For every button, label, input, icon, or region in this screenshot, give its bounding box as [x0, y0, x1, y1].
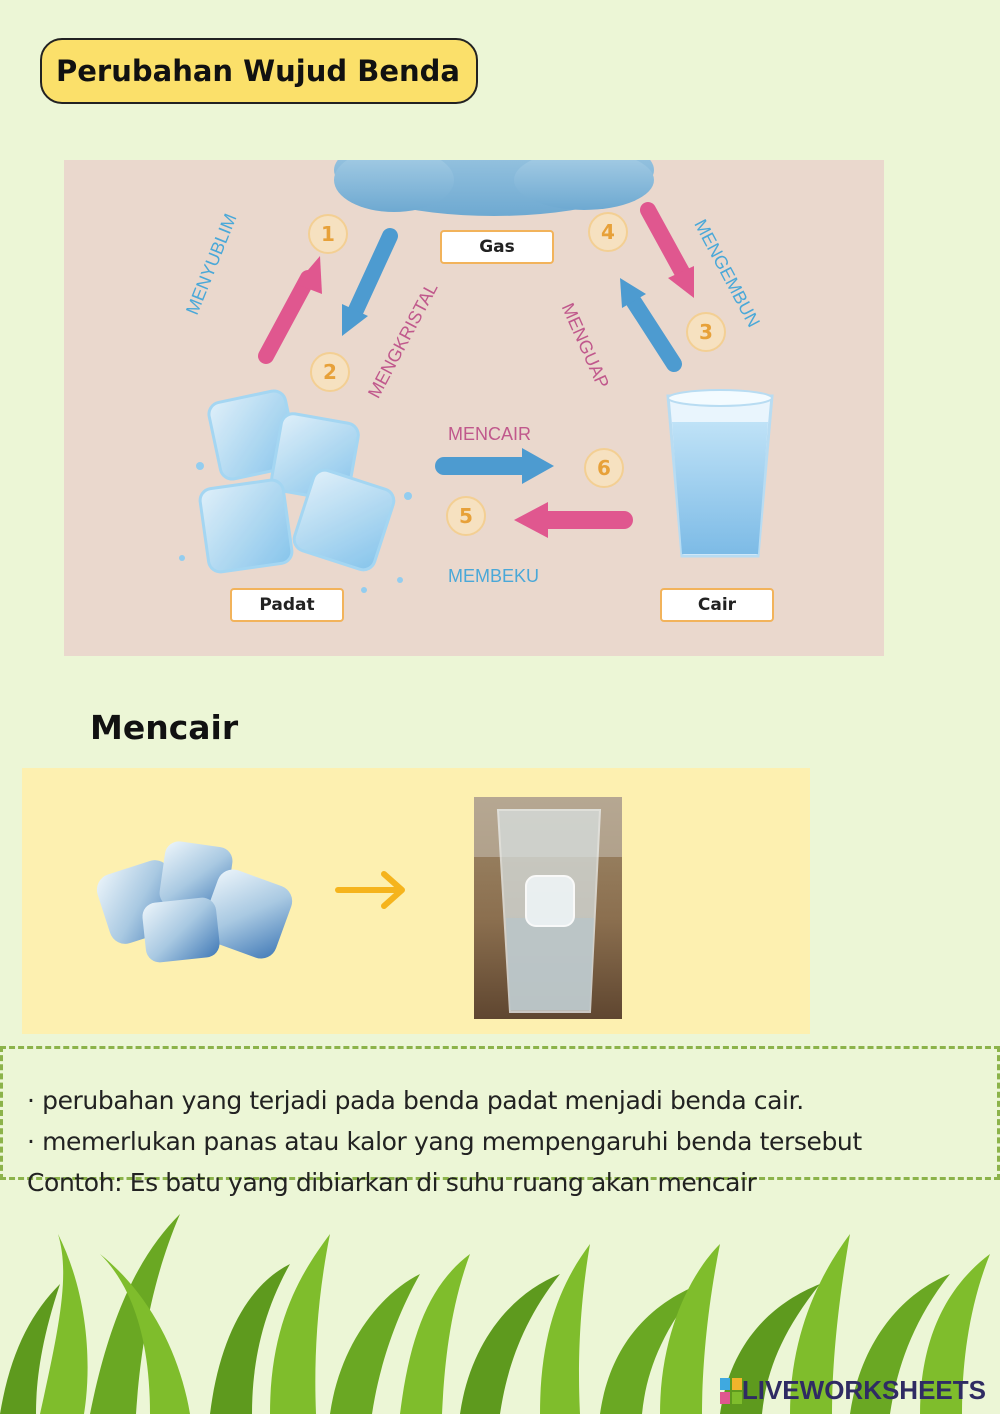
- arrow-menguap: [620, 278, 674, 364]
- ice-cubes-photo: [93, 840, 297, 964]
- liveworksheets-logo: LIVEWORKSHEETS: [720, 1375, 986, 1406]
- example-panel: [22, 768, 810, 1034]
- arrow-menyublim: [266, 256, 322, 356]
- label-mencair: MENCAIR: [448, 424, 531, 445]
- section-heading: Mencair: [90, 708, 238, 747]
- description-box: · perubahan yang terjadi pada benda pada…: [0, 1046, 1000, 1180]
- watermark-text: LIVEWORKSHEETS: [742, 1375, 986, 1406]
- arrow-right-icon: [338, 874, 402, 906]
- ice-cubes-icon: [179, 389, 412, 593]
- arrow-membeku: [514, 502, 624, 538]
- page-title: Perubahan Wujud Benda: [40, 38, 478, 104]
- step-number-6: 6: [584, 448, 624, 488]
- state-solid-label: Padat: [230, 588, 344, 622]
- arrow-mengembun: [648, 210, 694, 298]
- arrow-mengkristal: [342, 236, 390, 336]
- state-liquid-label: Cair: [660, 588, 774, 622]
- step-number-5: 5: [446, 496, 486, 536]
- state-gas-label: Gas: [440, 230, 554, 264]
- glass-photo: [474, 797, 622, 1019]
- description-line-2: · memerlukan panas atau kalor yang mempe…: [27, 1121, 997, 1162]
- description-line-1: · perubahan yang terjadi pada benda pada…: [27, 1080, 997, 1121]
- arrow-mencair: [444, 448, 554, 484]
- example-artwork: [22, 768, 810, 1034]
- liveworksheets-logo-icon: [720, 1378, 742, 1404]
- glass-of-water-icon: [668, 390, 772, 556]
- label-membeku: MEMBEKU: [448, 566, 539, 587]
- step-number-4: 4: [588, 212, 628, 252]
- step-number-2: 2: [310, 352, 350, 392]
- state-change-diagram: Gas Padat Cair 1 2 3 4 5 6 MENYUBLIM MEN…: [64, 160, 884, 656]
- step-number-3: 3: [686, 312, 726, 352]
- step-number-1: 1: [308, 214, 348, 254]
- cloud-icon: [334, 160, 654, 216]
